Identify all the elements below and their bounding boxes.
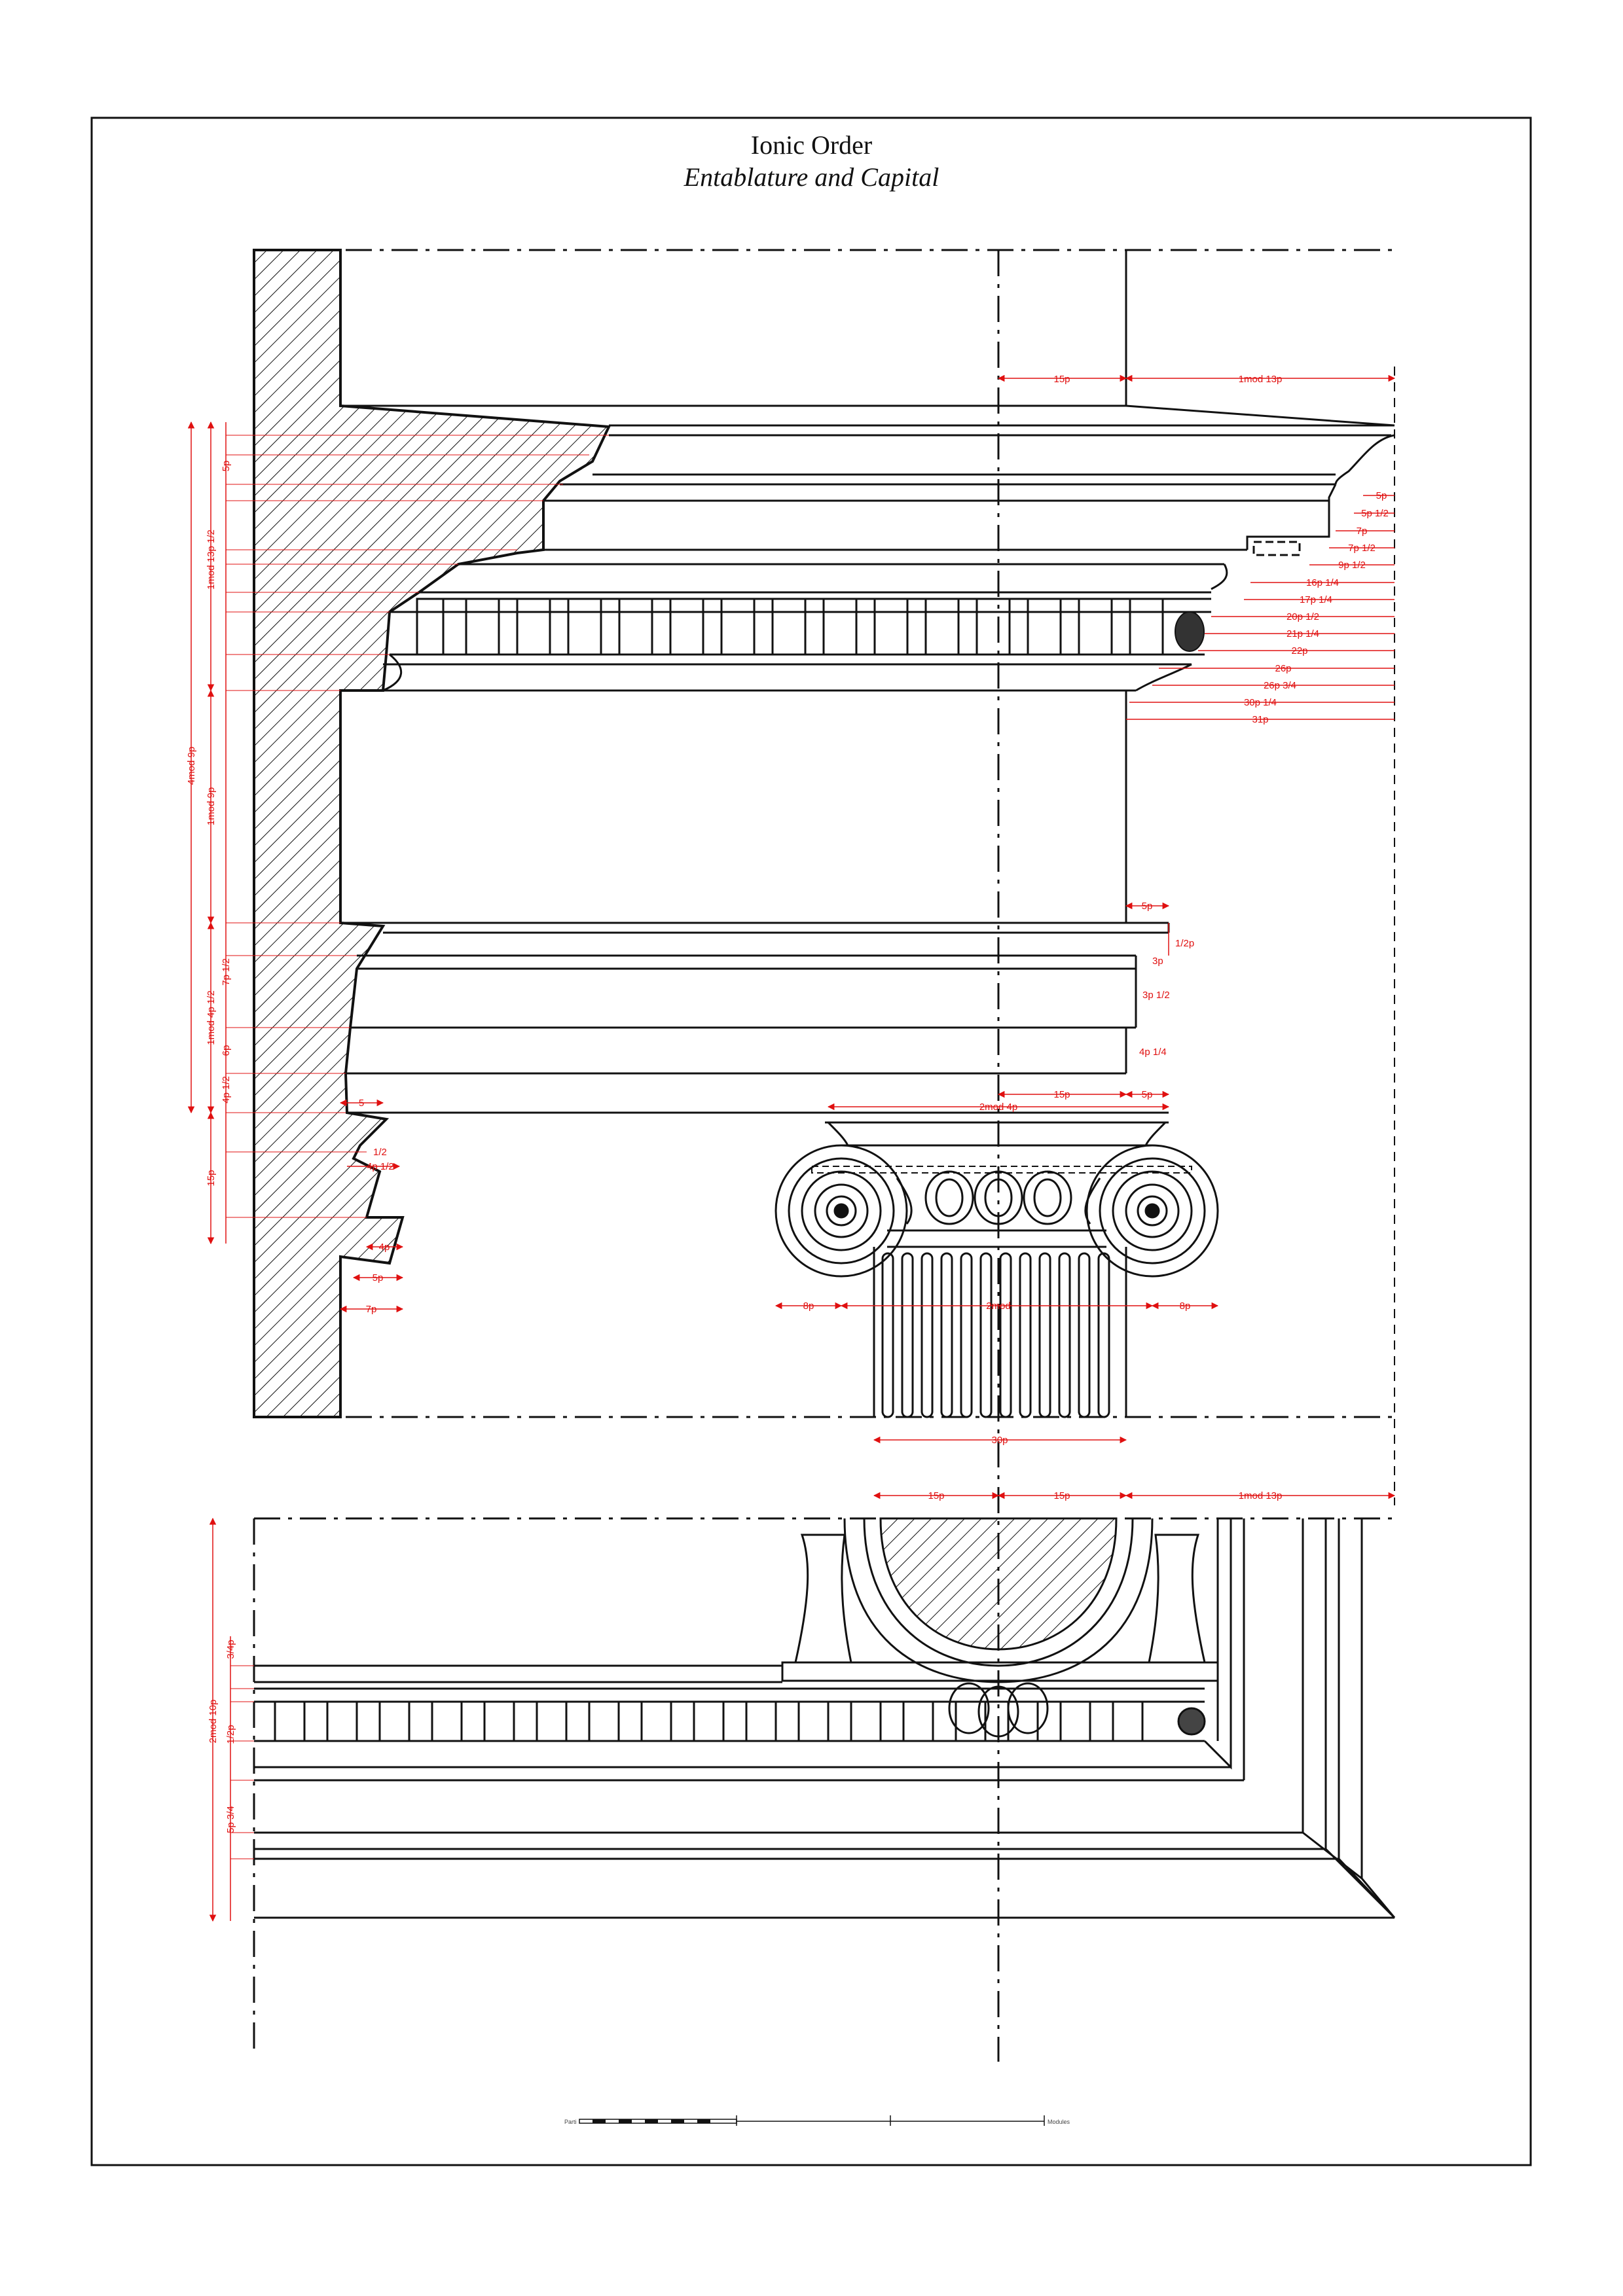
dim-lh-5: 5p xyxy=(373,1272,384,1283)
dim-volute-2: 2mod xyxy=(986,1300,1011,1312)
dim-left-5: 15p xyxy=(206,1170,217,1186)
dim-plan-left-3: 1/2p xyxy=(225,1725,236,1744)
dim-left-3: 1mod 9p xyxy=(206,787,217,825)
drawing-title: Ionic Order xyxy=(750,130,873,160)
shaft-section-hatch xyxy=(879,1517,1118,1651)
dim-lh-4: 4p xyxy=(379,1242,390,1253)
dim-cornice-14: 31p xyxy=(1252,714,1268,725)
volute-left xyxy=(775,1144,908,1278)
plan-dentils xyxy=(274,1700,1144,1742)
dim-arch-4: 4p 1/4 xyxy=(1139,1047,1167,1058)
dim-cap-3: 2mod 4p xyxy=(979,1102,1017,1113)
egg-and-dart xyxy=(896,1170,1101,1225)
dim-shaft: 30p xyxy=(991,1435,1008,1446)
dim-left-9: 4p 1/2 xyxy=(221,1076,232,1103)
dim-lh-1: 5 xyxy=(359,1098,364,1109)
dim-cornice-2: 5p 1/2 xyxy=(1361,508,1389,519)
dim-cornice-7: 17p 1/4 xyxy=(1300,594,1332,605)
dim-plan-left-4: 5p 3/4 xyxy=(225,1806,236,1833)
dim-cornice-12: 26p 3/4 xyxy=(1264,680,1296,691)
dim-cornice-10: 22p xyxy=(1291,645,1307,656)
dim-cornice-6: 16p 1/4 xyxy=(1306,577,1339,588)
dim-plan-3: 1mod 13p xyxy=(1239,1490,1283,1501)
dim-arch-2: 3p xyxy=(1152,956,1163,967)
dim-cornice-4: 7p 1/2 xyxy=(1348,543,1376,554)
dim-cornice-13: 30p 1/4 xyxy=(1244,697,1277,708)
dim-cornice-3: 7p xyxy=(1357,526,1368,537)
rosette-ornament xyxy=(1177,1707,1206,1736)
dim-cornice-5: 9p 1/2 xyxy=(1338,560,1366,571)
dim-frieze: 5p xyxy=(1142,901,1153,912)
plan-view xyxy=(254,1517,1396,1919)
dim-cornice-9: 21p 1/4 xyxy=(1286,628,1319,639)
dim-left-2: 1mod 13p 1/2 xyxy=(206,529,217,590)
dim-left-7: 7p 1/2 xyxy=(221,958,232,986)
dim-plan-left-1: 2mod 10p xyxy=(208,1700,219,1744)
dim-cornice-8: 20p 1/2 xyxy=(1286,611,1319,622)
dim-volute-3: 8p xyxy=(1180,1300,1191,1312)
dim-top-1: 15p xyxy=(1053,374,1070,385)
column-shaft xyxy=(873,1247,1127,1418)
dim-plan-left-2: 3/4p xyxy=(225,1640,236,1659)
dim-top-2: 1mod 13p xyxy=(1239,374,1283,385)
sheet-border xyxy=(90,117,1532,2166)
wall-section-hatch xyxy=(253,249,611,1418)
elevation-view xyxy=(253,249,1395,2062)
dim-plan-1: 15p xyxy=(928,1490,944,1501)
dim-cap-2: 5p xyxy=(1142,1089,1153,1100)
drawing-subtitle: Entablature and Capital xyxy=(684,162,939,192)
dim-left-4: 1mod 4p 1/2 xyxy=(206,990,217,1045)
dim-cap-1: 15p xyxy=(1053,1089,1070,1100)
title-block: Ionic Order Entablature and Capital xyxy=(0,130,1623,194)
scale-label-right: Modules xyxy=(1048,2119,1070,2125)
dim-left-6: 5p xyxy=(221,461,232,472)
dim-lh-6: 7p xyxy=(366,1304,377,1315)
dimension-annotations: 15p 1mod 13p 5p 5p 1/2 7p 7p 1/2 9p 1/2 … xyxy=(186,374,1396,1922)
volute-right xyxy=(1085,1144,1219,1278)
dim-volute-1: 8p xyxy=(803,1300,814,1312)
dim-lh-2: 1/2 xyxy=(373,1147,387,1158)
dim-lh-3: 4p 1/2 xyxy=(367,1161,394,1172)
dim-cornice-11: 26p xyxy=(1275,663,1291,674)
dim-cornice-1: 5p xyxy=(1376,490,1387,501)
dim-left-1: 4mod 9p xyxy=(186,747,197,785)
scale-bar: Parti Modules xyxy=(564,2115,1070,2126)
dim-left-8: 6p xyxy=(221,1045,232,1056)
dim-arch-1: 1/2p xyxy=(1175,938,1194,949)
dim-arch-3: 3p 1/2 xyxy=(1142,990,1170,1001)
dim-plan-2: 15p xyxy=(1053,1490,1070,1501)
pine-cone-ornament xyxy=(1175,611,1205,652)
dentils xyxy=(416,598,1164,656)
scale-label-left: Parti xyxy=(564,2119,577,2125)
